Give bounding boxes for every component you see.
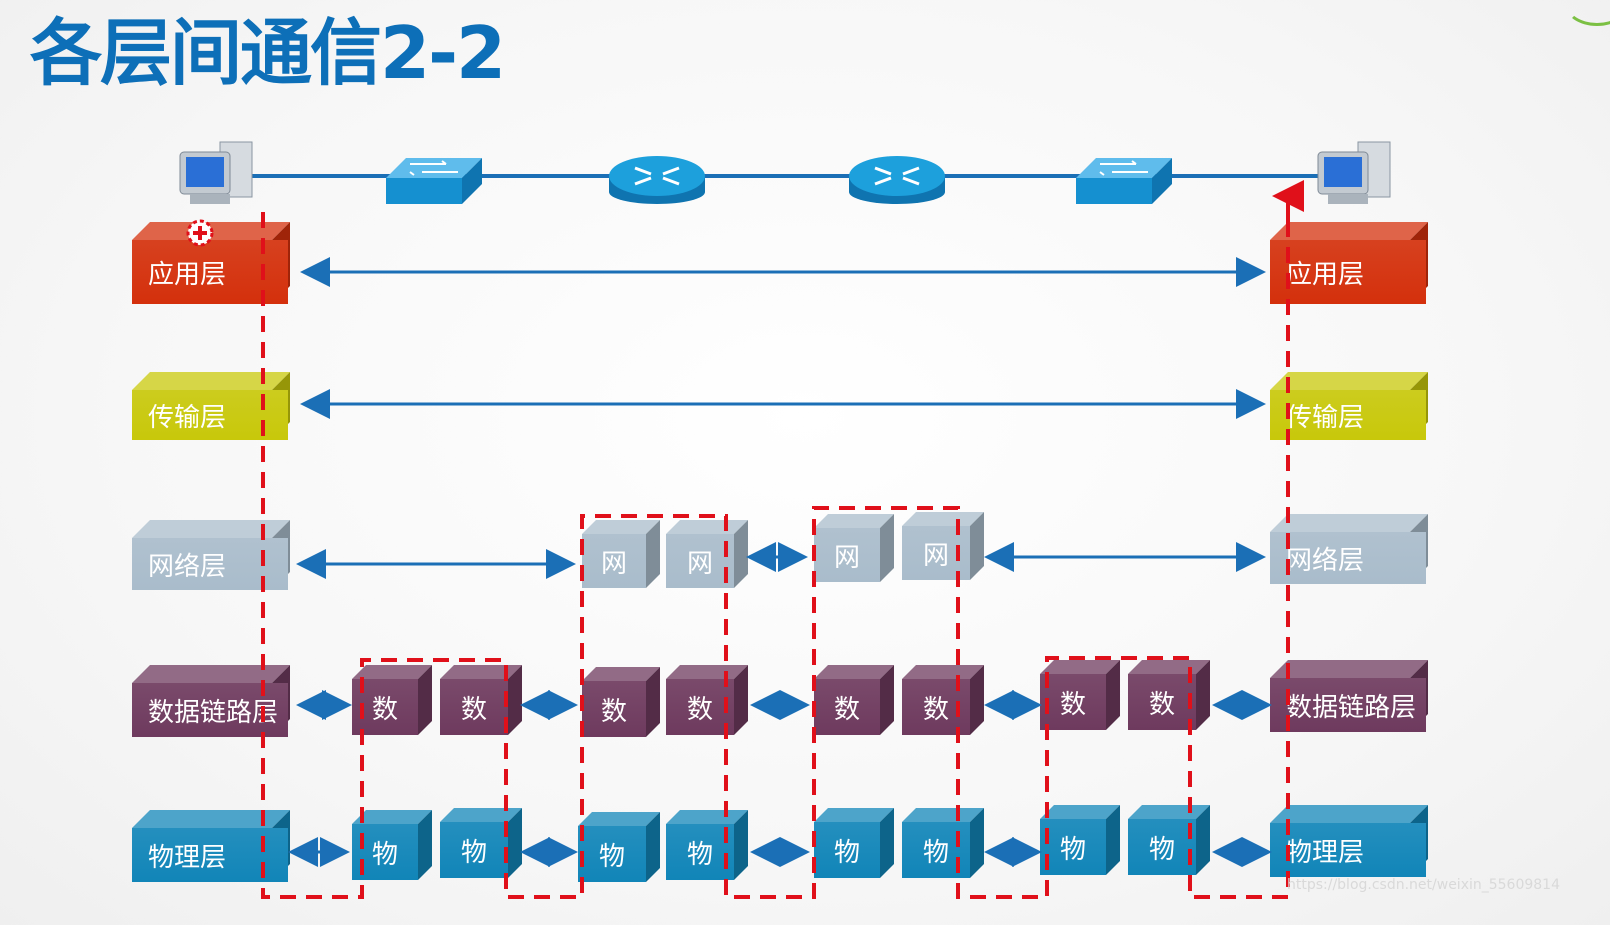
- computer-icon: [1317, 141, 1391, 204]
- router1-network-in-top-face: [582, 520, 660, 534]
- router1-physical-in-side-face: [646, 812, 660, 882]
- router1-datalink-in-label: 数: [582, 681, 646, 737]
- datalink-layer-left-top-face: [132, 665, 290, 683]
- network-layer-left-top-face: [132, 520, 290, 538]
- page-title: 各层间通信2-2: [30, 11, 506, 95]
- router1-network-in-side-face: [646, 520, 660, 588]
- switch-icon: [1076, 158, 1172, 204]
- switch2-datalink-in-side-face: [1106, 660, 1120, 730]
- router-icon: [849, 156, 945, 204]
- router1-network-out-side-face: [734, 520, 748, 588]
- physical-layer-right-top-face: [1270, 805, 1428, 823]
- transport-layer-right: 传输层: [1270, 372, 1428, 440]
- switch2-physical-in-side-face: [1106, 805, 1120, 875]
- switch1-physical-in-top-face: [352, 810, 432, 824]
- start-marker-icon: [186, 219, 214, 247]
- router2-network-in-side-face: [880, 514, 894, 582]
- router1-physical-out-side-face: [734, 810, 748, 880]
- router2-datalink-out-top-face: [902, 665, 984, 679]
- router2-physical-out-top-face: [902, 808, 984, 822]
- switch1-physical-out: 物: [440, 808, 522, 878]
- switch1-datalink-in-side-face: [418, 665, 432, 735]
- transport-layer-left-top-face: [132, 372, 290, 390]
- switch2-datalink-out-side-face: [1196, 660, 1210, 730]
- network-layer-right-top-face: [1270, 514, 1428, 532]
- router1-physical-in: 物: [578, 812, 660, 882]
- switch1-datalink-out-top-face: [440, 665, 522, 679]
- router1-network-in: 网: [582, 520, 660, 588]
- router2-datalink-in: 数: [814, 665, 894, 735]
- switch1-datalink-out: 数: [440, 665, 522, 735]
- router2-network-in: 网: [814, 514, 894, 582]
- router1-datalink-in-side-face: [646, 667, 660, 737]
- router1-datalink-out: 数: [666, 665, 748, 735]
- router1-physical-out: 物: [666, 810, 748, 880]
- router1-network-in-label: 网: [582, 534, 646, 588]
- switch2-physical-in: 物: [1040, 805, 1120, 875]
- application-layer-right-label: 应用层: [1270, 240, 1426, 304]
- switch2-datalink-in: 数: [1040, 660, 1120, 730]
- switch1-datalink-in-top-face: [352, 665, 432, 679]
- switch1-datalink-out-label: 数: [440, 679, 508, 735]
- router1-datalink-in-top-face: [582, 667, 660, 681]
- application-layer-right-top-face: [1270, 222, 1428, 240]
- router2-network-out-top-face: [902, 512, 984, 526]
- physical-layer-left-top-face: [132, 810, 290, 828]
- router1-datalink-out-side-face: [734, 665, 748, 735]
- datalink-layer-right-label: 数据链路层: [1270, 678, 1426, 732]
- switch2-datalink-in-top-face: [1040, 660, 1120, 674]
- switch1-physical-out-label: 物: [440, 822, 508, 878]
- router1-physical-in-top-face: [578, 812, 660, 826]
- network-layer-right: 网络层: [1270, 514, 1428, 584]
- router2-physical-in-top-face: [814, 808, 894, 822]
- computer-icon: [179, 141, 253, 204]
- switch2-physical-out: 物: [1128, 805, 1210, 875]
- router1-datalink-out-label: 数: [666, 679, 734, 735]
- router1-network-out-label: 网: [666, 534, 734, 588]
- physical-layer-right-label: 物理层: [1270, 823, 1426, 877]
- network-layer-right-label: 网络层: [1270, 532, 1426, 584]
- router2-datalink-in-top-face: [814, 665, 894, 679]
- transport-layer-right-label: 传输层: [1270, 390, 1426, 440]
- router2-datalink-in-label: 数: [814, 679, 880, 735]
- router-icon: [609, 156, 705, 204]
- router2-network-in-label: 网: [814, 528, 880, 582]
- datalink-layer-right: 数据链路层: [1270, 660, 1428, 732]
- corner-decoration: [1564, 0, 1610, 26]
- switch-icon: [386, 158, 482, 204]
- router1-datalink-in: 数: [582, 667, 660, 737]
- switch1-datalink-out-side-face: [508, 665, 522, 735]
- transport-layer-right-top-face: [1270, 372, 1428, 390]
- data-flow-path: [261, 212, 1290, 899]
- router1-physical-in-label: 物: [578, 826, 646, 882]
- physical-layer-right: 物理层: [1270, 805, 1428, 877]
- router2-datalink-out-side-face: [970, 665, 984, 735]
- switch1-physical-out-top-face: [440, 808, 522, 822]
- switch2-physical-in-label: 物: [1040, 819, 1106, 875]
- router2-physical-out-side-face: [970, 808, 984, 878]
- router2-physical-in-side-face: [880, 808, 894, 878]
- router2-datalink-in-side-face: [880, 665, 894, 735]
- switch2-physical-in-top-face: [1040, 805, 1120, 819]
- watermark: https://blog.csdn.net/weixin_55609814: [1286, 877, 1560, 893]
- switch1-physical-in-side-face: [418, 810, 432, 880]
- switch2-datalink-out-label: 数: [1128, 674, 1196, 730]
- switch2-datalink-out: 数: [1128, 660, 1210, 730]
- router2-physical-in-label: 物: [814, 822, 880, 878]
- router1-physical-out-label: 物: [666, 824, 734, 880]
- switch2-datalink-in-label: 数: [1040, 674, 1106, 730]
- router2-network-in-top-face: [814, 514, 894, 528]
- application-layer-right: 应用层: [1270, 222, 1428, 304]
- switch2-physical-out-side-face: [1196, 805, 1210, 875]
- datalink-layer-right-top-face: [1270, 660, 1428, 678]
- switch1-physical-out-side-face: [508, 808, 522, 878]
- switch2-physical-out-label: 物: [1128, 819, 1196, 875]
- router2-network-out-side-face: [970, 512, 984, 580]
- router2-physical-in: 物: [814, 808, 894, 878]
